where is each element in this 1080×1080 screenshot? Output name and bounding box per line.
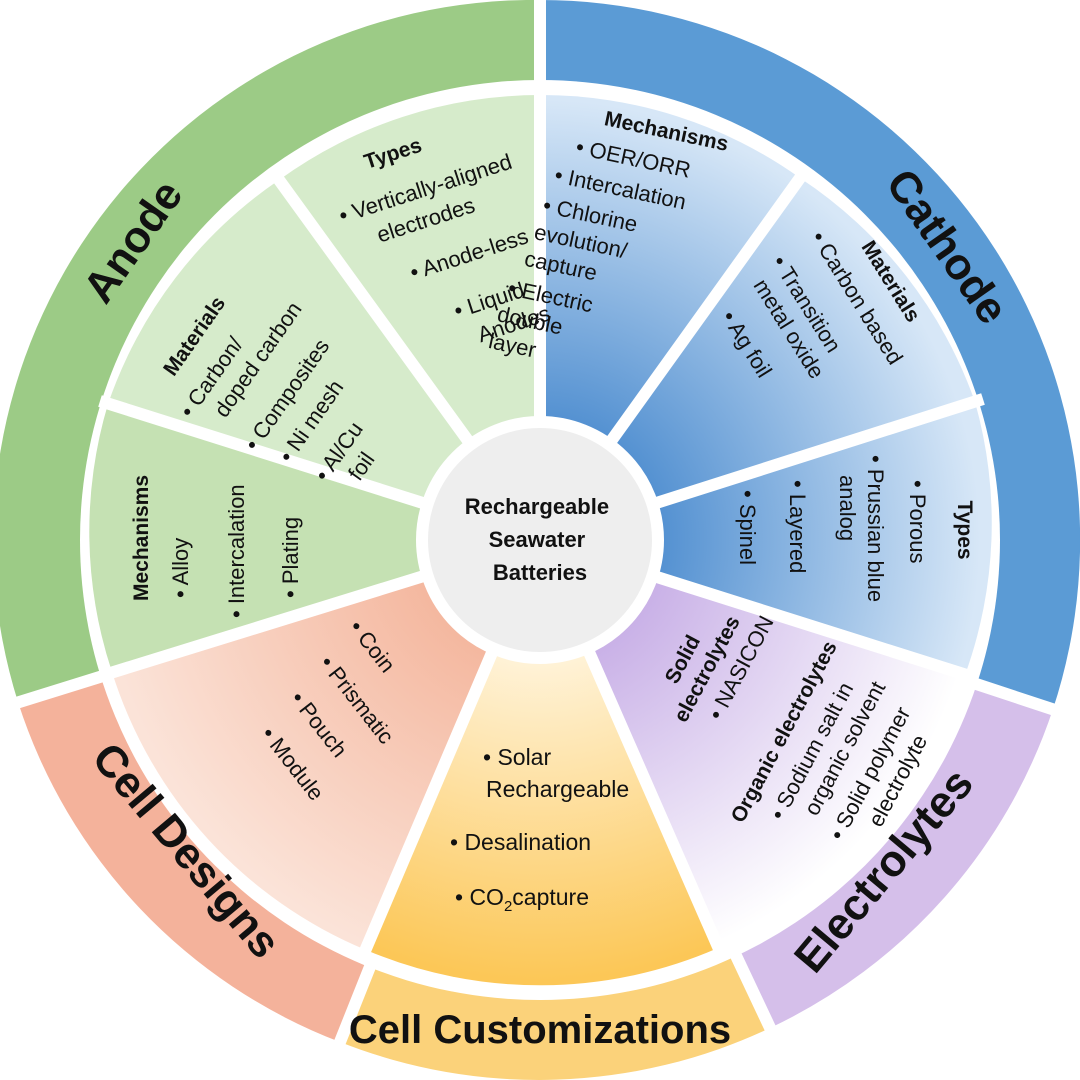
cell-customizations-label: Cell Customizations xyxy=(349,1008,731,1052)
anode-mechanisms-wedge xyxy=(89,404,541,672)
cathode-mechanisms-wedge xyxy=(540,94,800,540)
anode-materials-wedge xyxy=(108,180,540,540)
cathode-types-block: Types • Porous • Prussian blue analog • … xyxy=(735,455,976,608)
anode-mechanisms-list: • Alloy • Intercalation • Plating xyxy=(168,478,303,618)
anode-mechanisms-heading: Mechanisms xyxy=(130,475,153,601)
cathode-types-wedge xyxy=(540,402,992,675)
anode-mechanisms-block: Mechanisms • Alloy • Intercalation • Pla… xyxy=(130,475,303,618)
cell-customizations-wedge xyxy=(366,540,718,986)
cathode-types-list: • Porous • Prussian blue analog • Layere… xyxy=(735,455,930,608)
center-hub xyxy=(416,416,664,664)
cell-customizations-list: • Solar Rechargeable • Desalination • CO… xyxy=(450,744,636,915)
cathode-materials-wedge xyxy=(540,178,975,540)
cathode-types-heading: Types xyxy=(953,500,976,559)
anode-types-wedge xyxy=(279,95,540,540)
center-title: Rechargeable Seawater Batteries xyxy=(465,494,615,585)
